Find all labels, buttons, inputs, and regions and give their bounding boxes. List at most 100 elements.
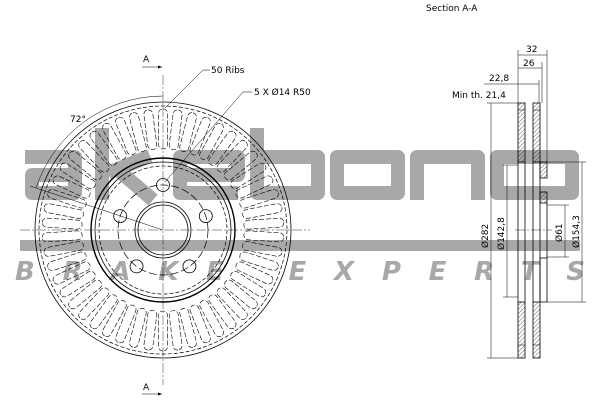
bolt-circle: [117, 184, 209, 276]
rib: [78, 287, 110, 320]
rib: [129, 308, 147, 348]
rib: [158, 310, 168, 352]
angle-leader: [29, 185, 164, 231]
rib: [47, 189, 87, 209]
dim-center-bore: Ø61: [554, 223, 565, 242]
outer-rim: [34, 101, 292, 359]
rib: [59, 162, 96, 189]
rib: [102, 123, 127, 160]
rib: [189, 116, 211, 156]
rib: [189, 304, 211, 344]
section-view: Section A-A: [426, 4, 586, 359]
rib: [242, 203, 283, 219]
rib: [89, 294, 118, 330]
rib: [199, 123, 224, 160]
ribs-label: 50 Ribs: [211, 66, 245, 76]
rib: [235, 261, 274, 285]
outer-plate-top: [517, 102, 526, 163]
rib: [52, 261, 91, 285]
watermark-bar: [20, 240, 580, 251]
angle-arc: [35, 95, 164, 189]
rib: [89, 130, 118, 166]
hat-top: [539, 161, 548, 179]
watermark-brand-logo: [25, 128, 579, 206]
rib: [235, 175, 274, 199]
rib: [41, 217, 83, 230]
bolt-hole: [156, 178, 170, 192]
bolt-label: 5 X Ø14 R50: [254, 87, 311, 98]
logo-letter-b: [250, 128, 325, 200]
dim-total-width: 32: [526, 45, 537, 55]
dim-min-thickness: Min th. 21,4: [452, 91, 506, 101]
rib: [115, 304, 137, 344]
bolt-holes-group: [113, 178, 213, 274]
rib: [143, 310, 158, 351]
rib: [115, 116, 137, 156]
bolt-leader: [164, 91, 252, 183]
section-marker-bottom: A: [143, 383, 150, 393]
center-bore: [134, 201, 192, 259]
rib: [43, 241, 84, 257]
bolt-hole: [198, 209, 213, 223]
dim-hat-diameter: Ø154,3: [571, 215, 582, 248]
rib: [158, 108, 168, 150]
rib: [168, 109, 183, 150]
rib: [168, 310, 183, 351]
rib: [199, 300, 224, 337]
inner-plate-top: [532, 102, 541, 163]
rib: [243, 217, 285, 230]
rib: [208, 130, 237, 166]
arrowhead: [158, 392, 162, 396]
bolt-hole: [182, 259, 197, 274]
outer-plate-bottom: [517, 301, 526, 359]
outer-rim-hidden: [38, 105, 288, 355]
bolt-hole: [129, 259, 144, 274]
rib: [179, 112, 197, 152]
section-marker-top: A: [143, 55, 150, 65]
rib: [239, 189, 279, 209]
rib: [41, 230, 83, 243]
dim-outer-diameter: Ø282: [480, 224, 491, 248]
logo-letter-e: [173, 150, 245, 200]
rib: [59, 271, 96, 298]
rib: [143, 109, 158, 150]
bolt-hole: [113, 209, 128, 223]
rib: [129, 112, 147, 152]
angle-label: 72°: [70, 115, 86, 125]
logo-letter-a: [25, 150, 82, 200]
rib: [78, 140, 110, 173]
dim-inner-diameter: Ø142,8: [496, 217, 507, 250]
rib: [68, 150, 102, 181]
rib: [47, 251, 87, 271]
hat-hidden: [98, 165, 228, 295]
hat-flange-top: [539, 191, 548, 204]
hat-inner: [94, 161, 232, 299]
hat-outer: [90, 157, 236, 303]
logo-letter-n: [410, 150, 485, 200]
rib: [230, 271, 267, 298]
dim-disc-width: 26: [523, 59, 535, 69]
rib: [102, 300, 127, 337]
ribs-leader: [164, 69, 210, 109]
arrowhead: [158, 65, 162, 69]
logo-letter-o: [330, 150, 405, 200]
rib: [179, 308, 197, 348]
front-view: 72° 50 Ribs 5 X Ø14 R50 A A: [20, 55, 311, 396]
akebono-watermark: BRAKE EXPERTS: [15, 128, 585, 287]
watermark-tagline: BRAKE EXPERTS: [15, 257, 585, 287]
rib: [216, 140, 248, 173]
center-bore-inner: [137, 204, 189, 256]
dim-thickness: 22,8: [489, 74, 509, 84]
rib: [43, 203, 84, 219]
rib: [208, 294, 237, 330]
logo-letter-k: [95, 128, 158, 206]
hat-flange-bottom: [539, 257, 548, 303]
rib: [224, 279, 258, 310]
rib: [224, 150, 258, 181]
ribs-group: [41, 108, 285, 352]
rib: [243, 230, 285, 243]
rib: [239, 251, 279, 271]
section-title: Section A-A: [426, 4, 478, 14]
